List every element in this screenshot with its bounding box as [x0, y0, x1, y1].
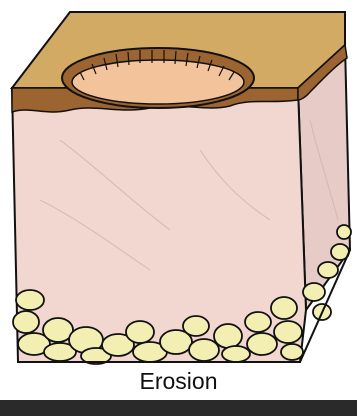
figure-caption: Erosion	[0, 368, 357, 395]
erosion-floor	[72, 60, 244, 104]
